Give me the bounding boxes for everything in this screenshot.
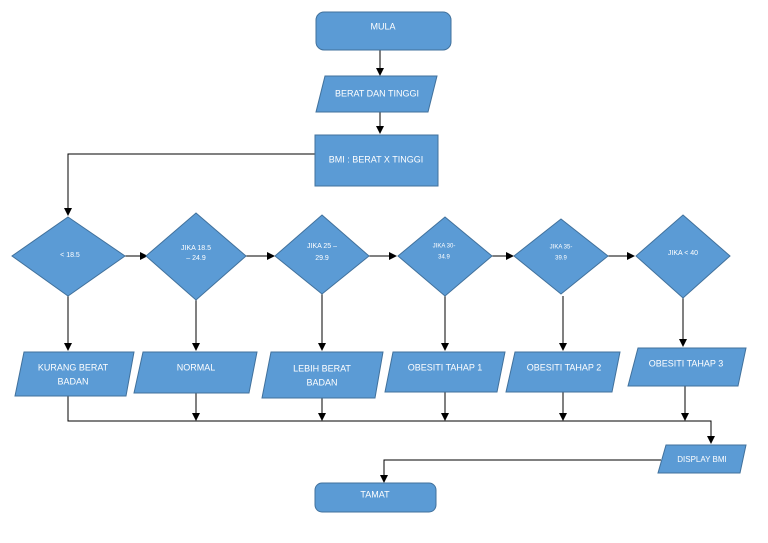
outcome-4-label: OBESITI TAHAP 1: [408, 362, 483, 372]
decision-3: JIKA 25 – 29.9: [274, 214, 370, 295]
input-label: BERAT DAN TINGGI: [335, 88, 419, 98]
outcome-1-label-line1: KURANG BERAT: [38, 362, 109, 372]
end-terminal: TAMAT: [314, 482, 437, 513]
start-label: MULA: [370, 21, 395, 31]
decision-2-label-line2: – 24.9: [186, 255, 206, 262]
outcome-5-label: OBESITI TAHAP 2: [527, 362, 602, 372]
connectors: [64, 50, 715, 483]
arrow-display-to-end: [380, 459, 661, 483]
end-label: TAMAT: [360, 489, 390, 499]
outcome-6-label: OBESITI TAHAP 3: [649, 358, 724, 368]
decision-3-label-line1: JIKA 25 –: [307, 243, 337, 250]
decision-3-label-line2: 29.9: [315, 255, 329, 262]
outcome-2: NORMAL: [133, 351, 258, 394]
decision-6-label: JIKA < 40: [668, 250, 698, 257]
decision-2-label-line1: JIKA 18.5: [181, 245, 211, 252]
outcome-3-label-line1: LEBIH BERAT: [293, 363, 351, 373]
outcome-6: OBESITI TAHAP 3: [627, 347, 747, 387]
decision-6: JIKA < 40: [635, 214, 731, 299]
outcome-3: LEBIH BERAT BADAN: [261, 351, 384, 399]
decision-4: JIKA 30- 34.9: [397, 216, 493, 297]
decision-1-label: < 18.5: [60, 252, 80, 259]
outcome-4: OBESITI TAHAP 1: [384, 351, 506, 393]
decision-4-label-line1: JIKA 30-: [433, 244, 456, 250]
process-label: BMI : BERAT X TINGGI: [329, 154, 424, 164]
decision-5-label-line1: JIKA 35-: [550, 245, 573, 251]
process-box: BMI : BERAT X TINGGI: [314, 134, 439, 187]
input-parallelogram: BERAT DAN TINGGI: [315, 75, 438, 113]
start-terminal: MULA: [315, 11, 452, 51]
collector-line-to-display: [67, 396, 715, 444]
decision-1: < 18.5: [11, 216, 126, 297]
outcome-3-label-line2: BADAN: [306, 377, 337, 387]
arrow-process-to-cond1: [64, 153, 315, 216]
outcome-5: OBESITI TAHAP 2: [505, 351, 621, 393]
outcome-1-label-line2: BADAN: [57, 376, 88, 386]
decision-5-label-line2: 39.9: [555, 256, 567, 262]
outcome-1: KURANG BERAT BADAN: [14, 351, 135, 397]
display-label: DISPLAY BMI: [677, 455, 727, 464]
outcome-2-label: NORMAL: [177, 362, 216, 372]
decision-4-label-line2: 34.9: [438, 255, 450, 261]
decision-5: JIKA 35- 39.9: [513, 218, 609, 295]
display-parallelogram: DISPLAY BMI: [657, 444, 747, 474]
decision-2: JIKA 18.5 – 24.9: [145, 212, 247, 301]
